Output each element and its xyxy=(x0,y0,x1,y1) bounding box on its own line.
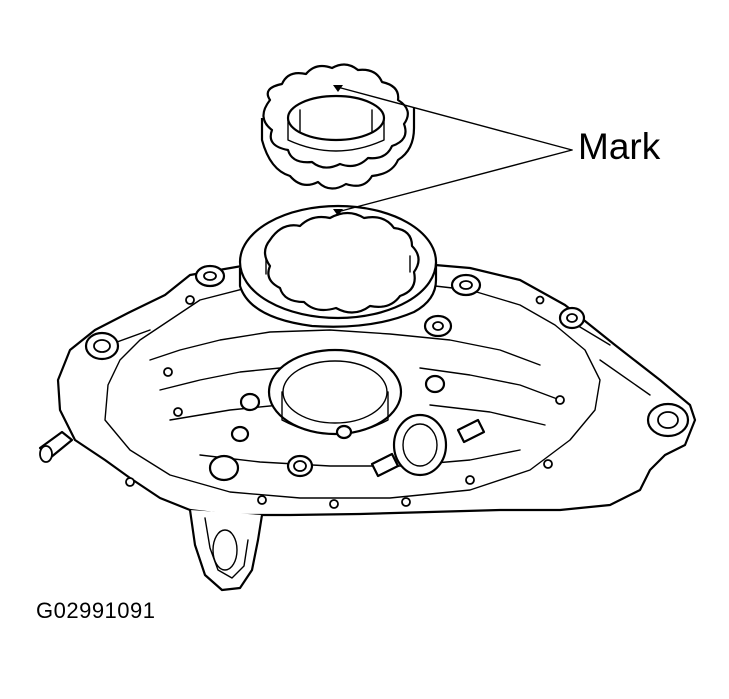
oil-pump-body-icon xyxy=(38,256,697,592)
drive-rotor-mark-icon xyxy=(333,85,343,92)
drive-rotor-icon xyxy=(260,63,416,190)
driven-rotor-icon xyxy=(238,204,438,328)
mark-leader-lines xyxy=(340,87,573,212)
figure-code: G02991091 xyxy=(36,598,156,623)
mark-label: Mark xyxy=(578,126,661,167)
